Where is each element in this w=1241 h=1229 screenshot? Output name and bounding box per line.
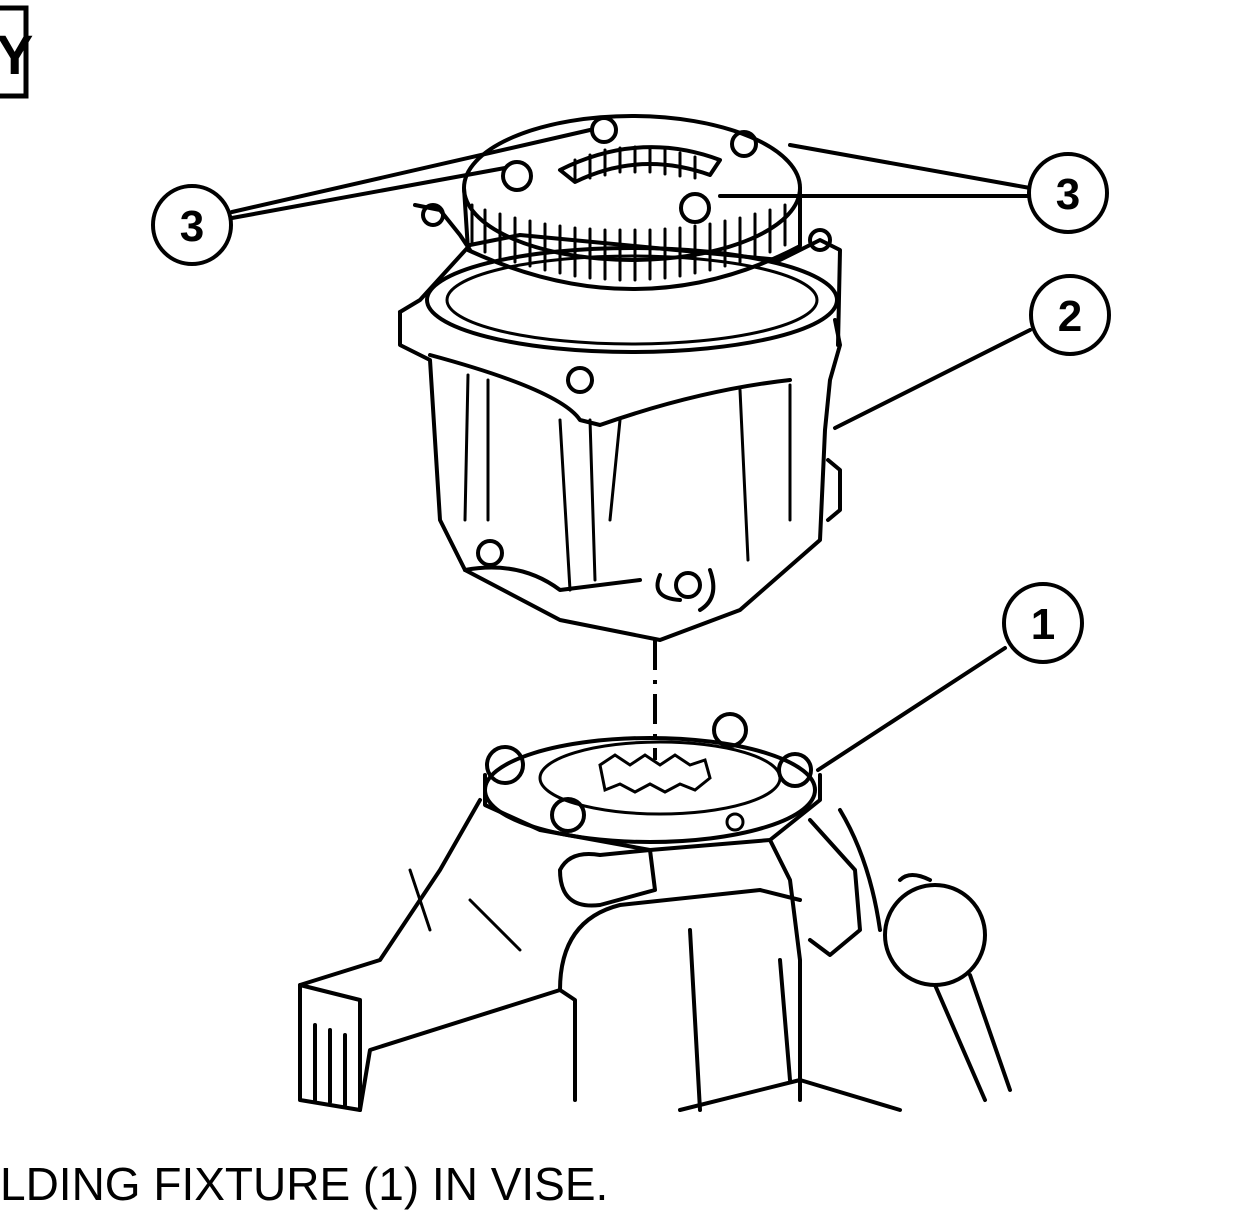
callout-2-label: 2 [1058,292,1082,341]
figure-caption: LDING FIXTURE (1) IN VISE. [0,1158,609,1210]
corner-tag: Y [0,5,33,99]
leader-lines [230,128,1032,772]
bench-vise [298,798,1012,1112]
corner-tag-label: Y [0,23,33,86]
ring-gear [462,114,802,291]
callout-1-label: 1 [1031,600,1055,649]
holding-fixture [483,712,822,852]
callout-3-right: 3 [1027,152,1109,234]
callout-2: 2 [1029,274,1111,356]
callout-1: 1 [1002,582,1084,664]
housing [398,203,842,642]
callout-3-right-label: 3 [1056,170,1080,219]
callout-3-left: 3 [151,184,233,266]
callout-3-left-label: 3 [180,202,204,251]
